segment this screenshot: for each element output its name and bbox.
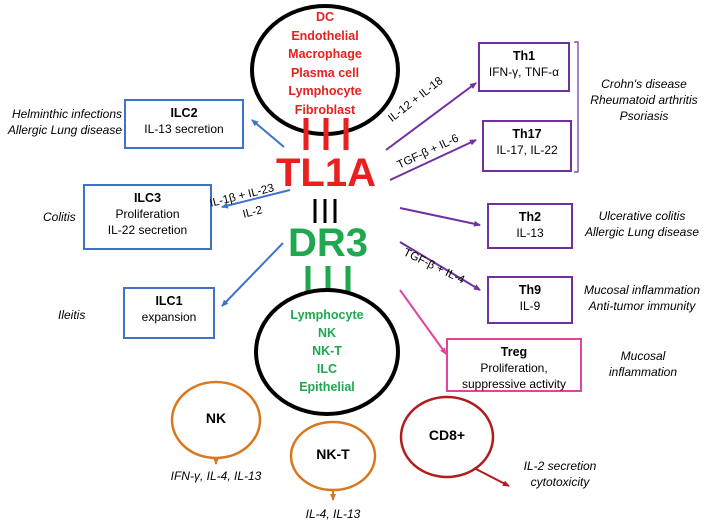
arrow-to-th2 — [399, 207, 481, 227]
box-text: Proliferation — [115, 207, 180, 221]
annotation-line: Colitis — [43, 210, 76, 224]
box-title: Th17 — [512, 127, 542, 141]
nk-cell-label: NK — [205, 410, 227, 426]
annotation-line: Rheumatoid arthritis — [590, 93, 698, 107]
dr3-cell-item: NK-T — [312, 344, 342, 358]
annotation-line: Ulcerative colitis — [598, 209, 686, 223]
nk-output: IFN-γ, IL-4, IL-13 — [170, 469, 262, 483]
treg-diseases: Mucosal inflammation — [598, 348, 688, 380]
tl1a-source-item: DC — [315, 10, 335, 24]
annotation-line: Crohn's disease — [601, 77, 687, 91]
box-text: Proliferation, — [480, 361, 548, 375]
annotation-line: Mucosal — [620, 349, 666, 363]
box-text: IFN-γ, TNF-α — [488, 65, 560, 79]
nkt-cell-label: NK-T — [316, 446, 350, 462]
th1-th17-bracket — [574, 41, 579, 173]
dr3-cell-item: ILC — [316, 362, 338, 376]
annotation-line: Allergic Lung disease — [7, 123, 122, 137]
annotation-line: Psoriasis — [619, 109, 669, 123]
ilc3-diseases: Colitis — [43, 209, 76, 225]
tl1a-source-item: Fibroblast — [294, 102, 356, 117]
arrow-to-treg — [399, 289, 447, 355]
box-text: IL-9 — [519, 299, 541, 313]
annotation-line: Helminthic infections — [11, 107, 122, 121]
box-title: ILC2 — [170, 106, 198, 120]
box-text: IL-13 secretion — [144, 122, 224, 136]
box-title: Th2 — [518, 210, 542, 224]
dr3-cell-item: Lymphocyte — [290, 308, 364, 322]
dr3-cell-item: Epithelial — [299, 380, 355, 394]
nkt-output: IL-4, IL-13 — [305, 507, 361, 521]
cd8-output: IL-2 secretion cytotoxicity — [500, 458, 620, 490]
arrow-to-th1 — [385, 82, 477, 151]
tl1a-ligand-bars — [303, 118, 349, 150]
tl1a-source-item: Endothelial — [291, 28, 359, 43]
box-title: Treg — [500, 345, 528, 359]
box-text: expansion — [141, 310, 197, 324]
dr3-expressing-cell — [254, 288, 400, 416]
tl1a-source-item: Macrophage — [288, 47, 362, 61]
annotation-line: cytotoxicity — [530, 475, 590, 489]
arrow-to-th9 — [399, 241, 481, 291]
dr3-cell-item: NK — [317, 326, 337, 340]
arrow-to-ilc1 — [221, 242, 284, 307]
tl1a-source-item: Lymphocyte — [288, 84, 362, 98]
box-text: IL-13 — [516, 226, 544, 240]
dr3-label: DR3 — [287, 221, 369, 265]
cd8-output-arrow — [473, 467, 510, 487]
box-text: IL-17, IL-22 — [496, 143, 558, 157]
box-title: ILC3 — [133, 191, 162, 205]
cd8-cell — [399, 395, 495, 479]
annotation-line: Mucosal inflammation — [583, 283, 701, 297]
annotation-line: IL-2 secretion — [523, 459, 597, 473]
annotation-line: Allergic Lung disease — [584, 225, 700, 239]
ilc1-box: ILC1 expansion — [123, 287, 215, 339]
box-text: IL-22 secretion — [107, 223, 188, 237]
box-title: Th9 — [518, 283, 542, 297]
annotation-line: Ileitis — [58, 308, 86, 322]
ilc1-diseases: Ileitis — [58, 307, 85, 323]
arrow-to-ilc2 — [251, 119, 285, 148]
annotation-line: Anti-tumor immunity — [588, 299, 696, 313]
annotation-line: inflammation — [608, 365, 678, 379]
box-title: Th1 — [512, 49, 536, 63]
arrow-to-th17 — [389, 139, 477, 181]
box-text: suppressive activity — [461, 377, 567, 391]
tl1a-label: TL1A — [276, 151, 376, 195]
tl1a-source-item: Plasma cell — [290, 65, 360, 80]
ligand-receptor-binding — [313, 199, 337, 223]
arrow-to-ilc3 — [221, 189, 291, 209]
cd8-cell-label: CD8+ — [428, 427, 466, 443]
box-title: ILC1 — [155, 294, 183, 308]
